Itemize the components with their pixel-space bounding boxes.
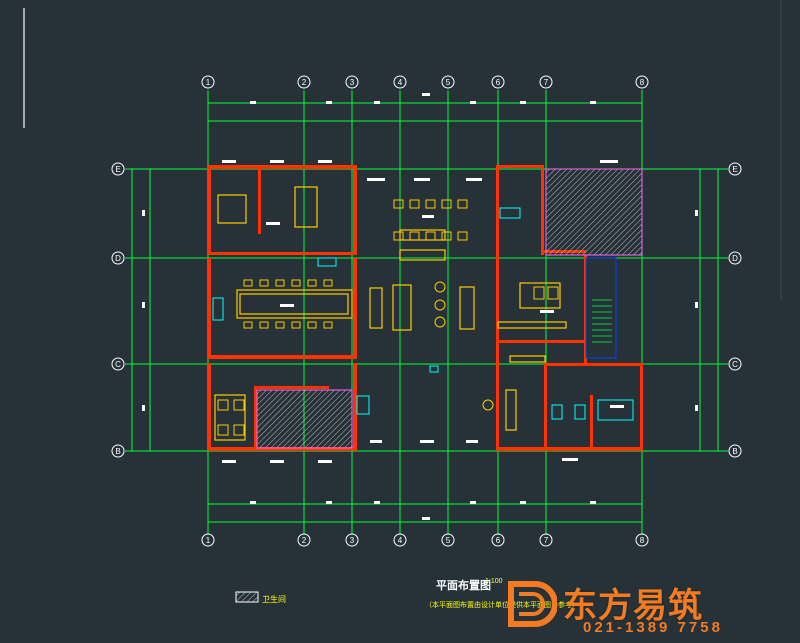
watermark-brand: 东方易筑: [563, 586, 703, 626]
axis-label-top-4: 4: [398, 78, 403, 87]
drawing-title: 平面布置图: [436, 579, 491, 592]
axis-label-bottom-4: 4: [398, 536, 403, 545]
axis-label-right-D: D: [732, 254, 738, 263]
watermark-logo-icon: [508, 581, 557, 627]
drawing-note: （本平面图布置由设计单位提供本平面图为参考）: [425, 601, 579, 609]
axis-label-bottom-6: 6: [496, 536, 501, 545]
hatch-legend-label: 卫生间: [262, 595, 286, 604]
hatched-regions: [235, 168, 643, 603]
watermark-phone: 021-1389 7758: [583, 619, 723, 636]
axis-label-left-E: E: [115, 165, 120, 174]
axis-label-top-2: 2: [302, 78, 307, 87]
axis-label-top-7: 7: [544, 78, 549, 87]
axis-grid: [125, 90, 728, 535]
axis-label-left-C: C: [115, 360, 121, 369]
axis-label-bottom-3: 3: [350, 536, 355, 545]
axis-label-top-3: 3: [350, 78, 355, 87]
axis-label-top-8: 8: [640, 78, 645, 87]
axis-label-bottom-8: 8: [640, 536, 645, 545]
axis-label-right-E: E: [732, 165, 737, 174]
axis-label-top-1: 1: [206, 78, 211, 87]
fixtures: [212, 207, 634, 421]
axis-label-bottom-5: 5: [446, 536, 451, 545]
axis-label-top-5: 5: [446, 78, 451, 87]
axis-label-bottom-7: 7: [544, 536, 549, 545]
axis-label-right-C: C: [732, 360, 738, 369]
chairs: [217, 199, 559, 436]
room-labels: [222, 160, 624, 463]
furniture: [214, 186, 567, 441]
watermark: 东方易筑 021-1389 7758: [505, 572, 795, 640]
axis-label-left-B: B: [115, 447, 120, 456]
axis-label-right-B: B: [732, 447, 737, 456]
dimension-ticks: [142, 93, 698, 520]
axis-label-bottom-1: 1: [206, 536, 211, 545]
axis-label-bottom-2: 2: [302, 536, 307, 545]
axis-label-left-D: D: [115, 254, 121, 263]
axis-label-top-6: 6: [496, 78, 501, 87]
drawing-scale: 1:100: [485, 578, 503, 585]
stair: [592, 299, 612, 343]
axis-bubbles: [111, 75, 742, 547]
